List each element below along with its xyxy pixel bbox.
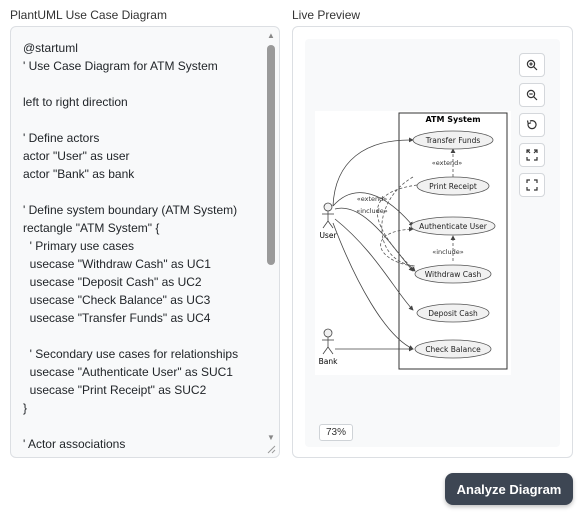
usecase-withdraw-cash[interactable] xyxy=(414,264,492,284)
editor-title: PlantUML Use Case Diagram xyxy=(10,8,167,22)
relation-extend-label: «extend» xyxy=(432,159,463,167)
fit-icon xyxy=(526,149,538,161)
usecase-label: Deposit Cash xyxy=(428,309,478,318)
editor-scrollbar[interactable]: ▲ ▼ xyxy=(265,29,277,457)
scroll-down-icon[interactable]: ▼ xyxy=(267,433,275,442)
actor-bank-label: Bank xyxy=(319,357,338,366)
actor-user-icon[interactable] xyxy=(322,202,334,229)
relation-include-label: «include» xyxy=(432,248,464,256)
usecase-deposit-cash[interactable] xyxy=(416,303,490,323)
reset-view-button[interactable] xyxy=(519,113,545,137)
code-editor[interactable]: @startuml ' Use Case Diagram for ATM Sys… xyxy=(10,26,280,458)
usecase-authenticate-user[interactable] xyxy=(410,216,496,236)
actor-user-label: User xyxy=(319,231,337,240)
zoom-level-badge: 73% xyxy=(319,424,354,441)
usecase-check-balance[interactable] xyxy=(414,339,492,359)
zoom-in-button[interactable] xyxy=(519,53,545,77)
relation-extend-label: «extend» xyxy=(357,195,388,203)
usecase-transfer-funds[interactable] xyxy=(412,130,494,150)
reset-icon xyxy=(526,120,537,130)
usecase-label: Authenticate User xyxy=(419,222,488,231)
usecase-label: Transfer Funds xyxy=(425,136,481,145)
relation-include-label: «include» xyxy=(356,207,388,215)
resize-grip-icon[interactable] xyxy=(267,445,276,454)
zoom-out-icon xyxy=(526,89,538,101)
scroll-thumb[interactable] xyxy=(267,45,275,265)
zoom-in-icon xyxy=(526,59,538,71)
preview-title: Live Preview xyxy=(292,8,361,22)
fit-view-button[interactable] xyxy=(519,143,545,167)
usecase-label: Check Balance xyxy=(425,345,481,354)
preview-canvas[interactable]: ATM System «extend» «extend» «include» xyxy=(305,39,560,447)
actor-bank-icon[interactable] xyxy=(322,328,334,355)
fullscreen-button[interactable] xyxy=(519,173,545,197)
system-title: ATM System xyxy=(425,115,480,124)
analyze-diagram-button[interactable]: Analyze Diagram xyxy=(445,473,573,505)
zoom-out-button[interactable] xyxy=(519,83,545,107)
code-textarea[interactable]: @startuml ' Use Case Diagram for ATM Sys… xyxy=(23,41,239,451)
fullscreen-icon xyxy=(526,179,538,191)
usecase-label: Print Receipt xyxy=(429,182,477,191)
scroll-up-icon[interactable]: ▲ xyxy=(267,31,275,40)
preview-panel: ATM System «extend» «extend» «include» xyxy=(292,26,573,458)
usecase-print-receipt[interactable] xyxy=(416,176,490,196)
usecase-label: Withdraw Cash xyxy=(425,270,482,279)
use-case-diagram: ATM System «extend» «extend» «include» xyxy=(315,111,511,375)
